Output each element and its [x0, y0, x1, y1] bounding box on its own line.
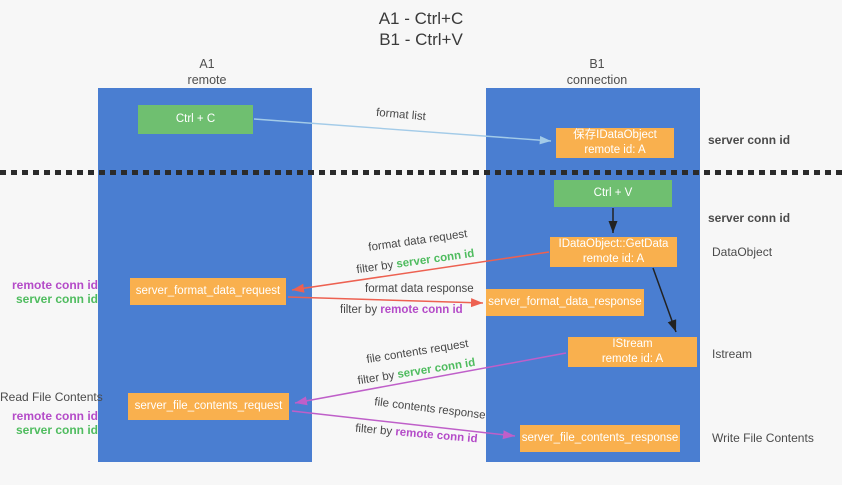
format-data-response-label: format data response — [365, 283, 474, 295]
istream-annotation: Istream — [712, 347, 753, 361]
node-save-idataobject-line2: remote id: A — [584, 144, 646, 156]
filter-by-text: filter by — [356, 369, 396, 388]
dataobject-annotation: DataObject — [712, 245, 773, 259]
node-save-idataobject-line1: 保存IDataObject — [573, 129, 657, 142]
lifeline-a1-name: A1 — [199, 57, 215, 71]
file-contents-response-filter-label: filter by remote conn id — [355, 423, 478, 446]
node-ctrl-v: Ctrl + V — [554, 180, 672, 207]
format-list-label: format list — [375, 106, 427, 124]
lifeline-a1-header: A1 remote — [147, 56, 267, 89]
title-line-1: A1 - Ctrl+C — [378, 9, 464, 28]
filter-by-text: filter by — [355, 259, 395, 277]
lifeline-b1-role: connection — [566, 73, 628, 88]
node-save-idataobject: 保存IDataObject remote id: A — [556, 128, 674, 158]
node-ctrl-c: Ctrl + C — [138, 105, 253, 134]
phase-separator-line — [0, 170, 842, 175]
format-data-response-arrow — [287, 296, 484, 308]
remote-conn-id-annotation: remote conn id — [11, 409, 98, 423]
server-conn-id-annotation-mid: server conn id — [708, 211, 791, 225]
node-server-format-data-response: server_format_data_response — [486, 289, 644, 316]
node-server-file-contents-response: server_file_contents_response — [520, 425, 680, 452]
node-server-format-data-response-label: server_format_data_response — [488, 296, 642, 309]
server-conn-id-annotation-top: server conn id — [708, 133, 791, 147]
lifeline-a1-role: remote — [187, 73, 227, 88]
lifeline-b1-name: B1 — [589, 57, 605, 71]
remote-conn-id-annotation: remote conn id — [11, 278, 98, 292]
node-istream-line1: IStream — [612, 338, 653, 351]
server-conn-id-annotation: server conn id — [15, 292, 98, 306]
node-istream-line2: remote id: A — [601, 353, 664, 365]
node-istream: IStream remote id: A — [568, 337, 697, 367]
remote-conn-id-text: remote conn id — [380, 304, 463, 316]
left-conn-id-annotation-2: remote conn id server conn id — [0, 409, 98, 437]
node-ctrl-c-label: Ctrl + C — [175, 113, 216, 126]
read-file-contents-annotation: Read File Contents — [0, 390, 103, 404]
node-idataobject-getdata-line1: IDataObject::GetData — [558, 238, 669, 251]
filter-by-text: filter by — [354, 422, 393, 438]
title-line-2: B1 - Ctrl+V — [379, 30, 463, 49]
node-server-file-contents-request: server_file_contents_request — [128, 393, 289, 420]
server-conn-id-text: server conn id — [396, 356, 477, 381]
write-file-contents-annotation: Write File Contents — [712, 431, 814, 445]
node-server-format-data-request-label: server_format_data_request — [135, 285, 281, 298]
node-server-format-data-request: server_format_data_request — [130, 278, 286, 305]
format-data-response-filter-label: filter by remote conn id — [340, 304, 463, 316]
remote-conn-id-text: remote conn id — [394, 426, 479, 446]
server-conn-id-text: server conn id — [395, 247, 476, 271]
node-idataobject-getdata-line2: remote id: A — [582, 253, 645, 265]
diagram-title: A1 - Ctrl+C B1 - Ctrl+V — [0, 8, 842, 50]
node-server-file-contents-request-label: server_file_contents_request — [134, 400, 283, 413]
node-ctrl-v-label: Ctrl + V — [593, 187, 633, 200]
file-contents-response-label: file contents response — [373, 396, 487, 422]
filter-by-text: filter by — [340, 304, 378, 316]
lifeline-b1-header: B1 connection — [537, 56, 657, 89]
left-conn-id-annotation-1: remote conn id server conn id — [0, 278, 98, 306]
server-conn-id-annotation: server conn id — [15, 423, 98, 437]
node-idataobject-getdata: IDataObject::GetData remote id: A — [550, 237, 677, 267]
node-server-file-contents-response-label: server_file_contents_response — [521, 432, 679, 445]
